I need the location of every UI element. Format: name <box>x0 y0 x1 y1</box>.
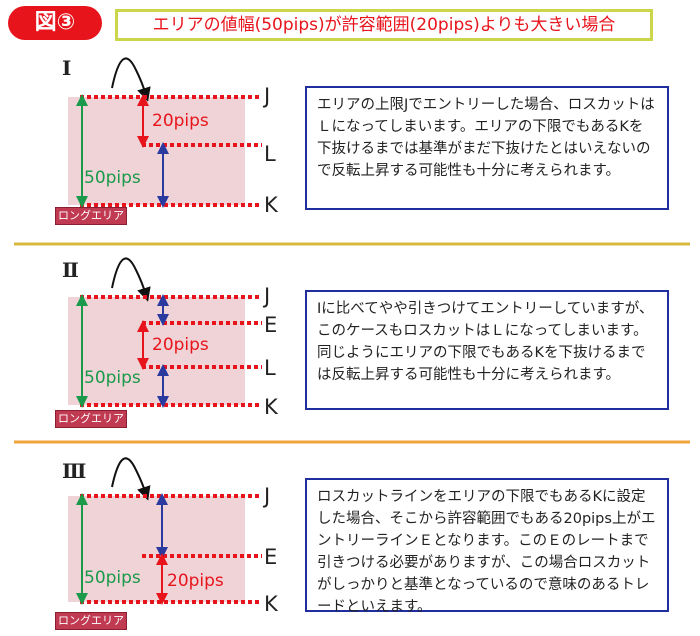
panel-numeral: Ⅰ <box>62 56 72 80</box>
figure-title: エリアの値幅(50pips)が許容範囲(20pips)よりも大きい場合 <box>115 9 653 41</box>
area-range-label: 50pips <box>84 368 141 388</box>
price-arc-arrow <box>111 57 151 102</box>
explanation-box: エリアの上限Jでエントリーした場合、ロスカットはＬになってしまいます。エリアの下… <box>305 86 669 210</box>
area-zone <box>68 297 245 405</box>
price-arc-arrow <box>111 457 151 501</box>
line-label-k: K <box>264 592 278 616</box>
explanation-box: ロスカットラインをエリアの下限でもあるKに設定した場合、そこから許容範囲でもある… <box>305 478 669 615</box>
price-arc-arrow <box>111 257 151 302</box>
line-label-k: K <box>264 193 278 217</box>
line-label-e: E <box>264 313 278 337</box>
tolerance-label: 20pips <box>167 571 224 591</box>
long-area-badge: ロングエリア <box>55 410 127 428</box>
area-range-label: 50pips <box>84 168 141 188</box>
tolerance-label: 20pips <box>152 335 209 355</box>
line-label-j: J <box>264 84 271 108</box>
figure-badge: 図③ <box>8 6 102 40</box>
explanation-box: Ⅰに比べてやや引きつけてエントリーしていますが、このケースもロスカットはＬになっ… <box>305 290 669 410</box>
area-zone <box>68 97 245 205</box>
line-label-l: L <box>264 356 276 380</box>
line-label-j: J <box>264 484 271 508</box>
panel-numeral: Ⅱ <box>62 258 79 282</box>
line-label-j: J <box>264 284 271 308</box>
panel-numeral: Ⅲ <box>62 459 87 483</box>
line-label-e: E <box>264 545 278 569</box>
line-label-l: L <box>264 142 276 166</box>
long-area-badge: ロングエリア <box>55 612 127 630</box>
long-area-badge: ロングエリア <box>55 207 127 225</box>
area-range-label: 50pips <box>84 568 141 588</box>
line-label-k: K <box>264 395 278 419</box>
panel-3-graphics <box>68 457 262 605</box>
panel-2-graphics <box>68 257 262 408</box>
tolerance-label: 20pips <box>152 111 209 131</box>
panel-1-graphics <box>68 57 262 208</box>
